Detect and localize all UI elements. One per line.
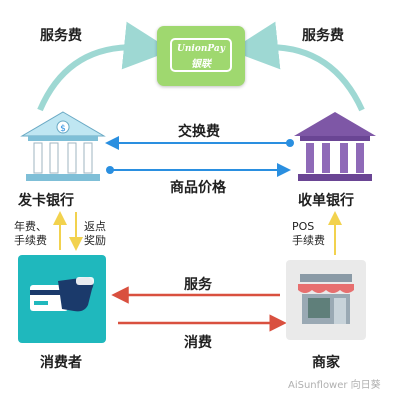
fee-label-right: 服务费 (302, 28, 344, 44)
consumer-tile (18, 255, 106, 343)
price-dot (106, 166, 114, 174)
consumer-label: 消费者 (40, 355, 82, 371)
pos-fee-line1: POS (292, 220, 315, 233)
unionpay-logo-text: UnionPay (177, 44, 225, 54)
unionpay-logo: UnionPay 银联 (170, 38, 232, 72)
fee-arc-left (37, 21, 172, 112)
storefront-icon (298, 274, 354, 324)
issuing-bank-icon: $ (20, 111, 106, 181)
rebate-label: 返点 奖励 (84, 220, 106, 248)
watermark: AiSunflower 向日葵 (288, 380, 381, 391)
annual-fee-label: 年费、 手续费 (14, 220, 47, 248)
interchange-dot (286, 139, 294, 147)
pos-fee-line2: 手续费 (292, 234, 325, 247)
acquiring-bank-label: 收单银行 (298, 193, 354, 209)
fee-label-left: 服务费 (40, 28, 82, 44)
price-label: 商品价格 (170, 180, 226, 196)
card-payment-icon (30, 277, 94, 312)
fee-arc-right (230, 21, 365, 112)
merchant-label: 商家 (312, 355, 340, 371)
annual-fee-line1: 年费、 (14, 220, 47, 233)
annual-fee-line2: 手续费 (14, 234, 47, 247)
issuing-bank-label: 发卡银行 (18, 193, 74, 209)
merchant-tile (286, 260, 366, 340)
unionpay-logo-chinese: 银联 (191, 59, 211, 70)
rebate-line2: 奖励 (84, 234, 106, 247)
rebate-line1: 返点 (84, 220, 106, 233)
pos-fee-label: POS 手续费 (292, 220, 325, 248)
unionpay-card: UnionPay 银联 (157, 26, 245, 86)
svg-text:$: $ (60, 124, 66, 134)
interchange-label: 交换费 (178, 124, 220, 140)
acquiring-bank-icon (294, 112, 376, 181)
service-label: 服务 (184, 277, 212, 293)
consume-label: 消费 (184, 335, 212, 351)
